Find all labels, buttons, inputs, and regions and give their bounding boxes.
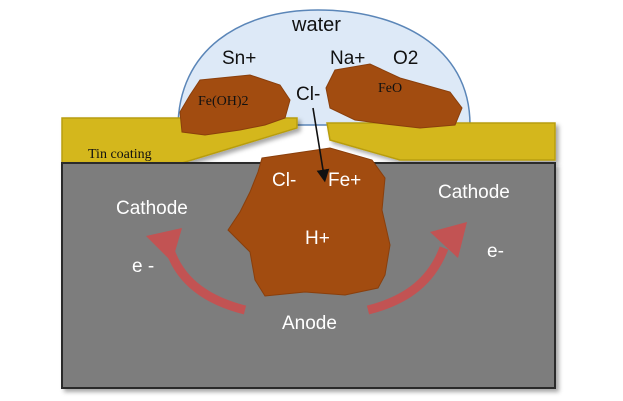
- label-feo: FeO: [378, 81, 402, 96]
- tin-coating-right: [326, 122, 556, 161]
- label-e-left: e -: [132, 256, 154, 277]
- rust-pit: [227, 147, 391, 297]
- rust-chunk-feo: [325, 63, 463, 129]
- label-water: water: [291, 14, 341, 36]
- label-cl-pit: Cl-: [272, 170, 296, 191]
- electron-arrow-right-head: [430, 222, 467, 258]
- label-cl-top: Cl-: [296, 84, 320, 105]
- label-e-right: e-: [487, 241, 504, 262]
- label-fe-plus: Fe+: [328, 170, 361, 191]
- label-sn: Sn+: [222, 48, 256, 69]
- chloride-arrow: [312, 107, 330, 183]
- label-cathode-left: Cathode: [116, 198, 188, 219]
- rust-chunk-feoh2: [179, 74, 291, 136]
- label-cathode-right: Cathode: [438, 182, 510, 203]
- label-tin-coating: Tin coating: [88, 147, 152, 162]
- electron-arrow-right: [366, 246, 449, 315]
- label-feoh2: Fe(OH)2: [198, 94, 249, 109]
- electron-arrow-left: [165, 248, 247, 315]
- electron-arrow-left-head: [146, 228, 182, 262]
- label-na: Na+: [330, 48, 365, 69]
- label-h-plus: H+: [305, 228, 330, 249]
- label-o2: O2: [393, 48, 418, 69]
- label-anode: Anode: [282, 313, 337, 334]
